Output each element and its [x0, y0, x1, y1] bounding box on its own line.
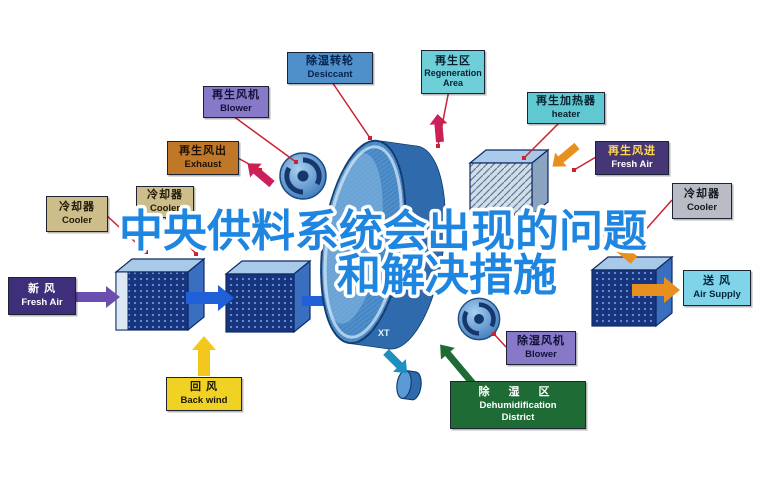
connector-regen-area	[437, 89, 450, 147]
label-regen-blower-en: Blower	[220, 102, 252, 114]
process-fan	[457, 297, 501, 341]
label-regen-fresh-air-en: Fresh Air	[611, 158, 653, 170]
label-fresh-air: 新 风 Fresh Air	[8, 277, 76, 315]
label-regen-blower-zh: 再生风机	[212, 89, 260, 102]
label-cooler-left: 冷却器 Cooler	[46, 196, 108, 232]
arrow-regen-in-down	[552, 142, 580, 167]
label-cooler-right-zh: 冷却器	[684, 188, 720, 201]
wheel-mark-text: XT	[378, 328, 390, 338]
label-cooler-mid-en: Cooler	[149, 202, 181, 214]
connector-heater	[523, 121, 561, 159]
label-back-wind: 回 风 Back wind	[166, 377, 242, 411]
air-unit-left	[114, 257, 206, 332]
label-regeneration-area-zh: 再生区	[435, 55, 471, 68]
label-exhaust-zh: 再生风出	[179, 145, 227, 158]
label-regen-heater: 再生加热器 heater	[527, 92, 605, 124]
label-regeneration-area-en: Regeneration Area	[424, 67, 482, 88]
label-humid-blower-en: Blower	[525, 348, 557, 360]
regen-fan	[279, 152, 327, 200]
arrow-exhaust-out	[247, 163, 275, 188]
connector-regen-blower	[232, 115, 297, 163]
label-dehumidification-district: 除 湿 区 Dehumidification District	[450, 381, 586, 429]
label-regen-heater-en: heater	[551, 108, 581, 120]
connector-desiccant	[331, 81, 371, 139]
label-cooler-right-en: Cooler	[686, 201, 718, 213]
label-dehumidification-district-zh: 除 湿 区	[478, 386, 558, 399]
label-dehumidification-district-en1: Dehumidification	[479, 400, 557, 411]
arrow-fresh-air-in	[76, 286, 120, 308]
wheel-drive-cylinder	[396, 369, 422, 401]
label-air-supply-en: Air Supply	[693, 288, 741, 300]
label-desiccant-zh: 除湿转轮	[306, 55, 354, 68]
connector-regen-fresh	[573, 156, 597, 171]
label-regen-heater-zh: 再生加热器	[536, 95, 596, 108]
red-connector-markers	[144, 136, 642, 336]
label-humid-blower-zh: 除湿风机	[517, 335, 565, 348]
arrow-return-air-up	[192, 336, 216, 376]
label-cooler-right: 冷却器 Cooler	[672, 183, 732, 219]
label-exhaust: 再生风出 Exhaust	[167, 141, 239, 175]
label-regen-fresh-air-zh: 再生风进	[608, 145, 656, 158]
label-regen-fresh-air: 再生风进 Fresh Air	[595, 141, 669, 175]
label-desiccant-en: Desiccant	[307, 68, 353, 80]
connector-exhaust	[235, 156, 261, 171]
air-unit-center	[224, 259, 312, 334]
arrow-to-process-unit	[186, 285, 234, 311]
connector-cooler-left	[103, 212, 147, 253]
label-humid-blower: 除湿风机 Blower	[506, 331, 576, 365]
label-air-supply: 送 风 Air Supply	[683, 270, 751, 306]
label-desiccant: 除湿转轮 Desiccant	[287, 52, 373, 84]
label-regen-blower: 再生风机 Blower	[203, 86, 269, 118]
label-cooler-left-zh: 冷却器	[59, 201, 95, 214]
connector-humid-blower	[493, 333, 507, 348]
label-cooler-mid-zh: 冷却器	[147, 189, 183, 202]
arrow-wheel-drive	[383, 349, 408, 374]
label-fresh-air-en: Fresh Air	[21, 296, 63, 308]
arrow-air-supply-out	[632, 277, 680, 303]
label-exhaust-en: Exhaust	[184, 158, 222, 170]
label-cooler-mid: 冷却器 Cooler	[136, 186, 194, 218]
label-back-wind-zh: 回 风	[189, 381, 219, 394]
label-cooler-left-en: Cooler	[61, 214, 93, 226]
label-dehumidification-district-en2: District	[501, 411, 535, 423]
label-regeneration-area: 再生区 Regeneration Area	[421, 50, 485, 94]
connector-cooler-right	[639, 199, 673, 237]
label-fresh-air-zh: 新 风	[27, 283, 57, 296]
connector-cooler-mid	[163, 215, 197, 255]
air-unit-regen	[468, 148, 550, 217]
red-connectors	[103, 81, 673, 348]
arrow-regen-in-diagonal	[603, 234, 638, 264]
label-air-supply-zh: 送 风	[702, 275, 732, 288]
label-back-wind-en: Back wind	[180, 394, 228, 406]
desiccant-wheel	[320, 139, 446, 350]
